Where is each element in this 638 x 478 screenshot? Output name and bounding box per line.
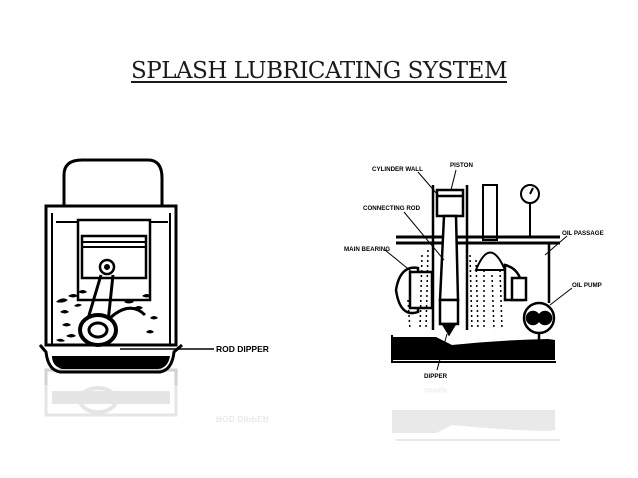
oil-pump-label: OIL PUMP bbox=[572, 282, 602, 289]
main-bearing-label: MAIN BEARING bbox=[344, 246, 390, 253]
oil-splash bbox=[56, 290, 158, 342]
oil-sump bbox=[38, 343, 183, 374]
left-reflection-fade bbox=[30, 385, 300, 445]
oil-gauge bbox=[520, 184, 540, 237]
oil-passage-tube bbox=[396, 235, 560, 245]
rod-dipper-label: ROD DIPPER bbox=[216, 344, 269, 354]
second-cylinder bbox=[474, 184, 507, 271]
oil-pan-right bbox=[391, 335, 556, 363]
right-reflection-fade bbox=[340, 388, 610, 448]
piston-label: PISTON bbox=[450, 162, 473, 169]
dipper-reflection: DIPPER bbox=[424, 386, 448, 393]
oil-splash-drops bbox=[407, 249, 503, 331]
left-reflection bbox=[44, 368, 178, 417]
connecting-rod-label: CONNECTING ROD bbox=[363, 205, 421, 212]
dipper-label: DIPPER bbox=[424, 373, 448, 380]
connecting-rod-right bbox=[438, 214, 460, 337]
crankshaft-main-bearing bbox=[394, 263, 528, 315]
engine-head bbox=[62, 158, 164, 208]
slide-title: SPLASH LUBRICATING SYSTEM bbox=[130, 58, 508, 84]
oil-passage-label: OIL PASSAGE bbox=[562, 230, 604, 237]
label-leaders bbox=[384, 169, 573, 371]
cylinder-wall-label: CYLINDER WALL bbox=[372, 166, 423, 173]
rod-dipper-reflection: ROD DIPPER bbox=[216, 414, 269, 424]
crank-counterweight bbox=[108, 306, 147, 320]
piston bbox=[80, 234, 148, 280]
connecting-rod bbox=[78, 274, 118, 347]
right-reflection bbox=[392, 410, 560, 441]
oil-pump bbox=[522, 243, 556, 350]
engine-block bbox=[44, 204, 178, 347]
